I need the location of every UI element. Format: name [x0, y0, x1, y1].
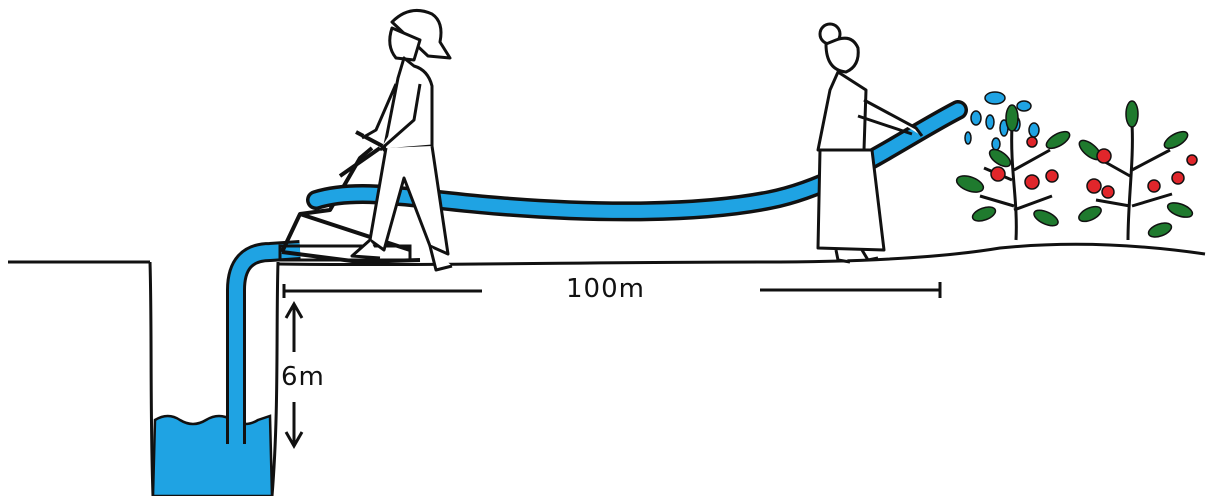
distance-dimension-left — [284, 284, 482, 298]
well-right-wall — [272, 262, 278, 496]
pump-operator — [352, 10, 452, 270]
suction-pipe — [236, 250, 300, 444]
well-left-wall — [150, 262, 153, 496]
distance-label: 100m — [566, 274, 645, 304]
depth-label: 6m — [281, 362, 325, 392]
distance-dimension-right — [760, 282, 940, 298]
well-water — [153, 416, 272, 496]
